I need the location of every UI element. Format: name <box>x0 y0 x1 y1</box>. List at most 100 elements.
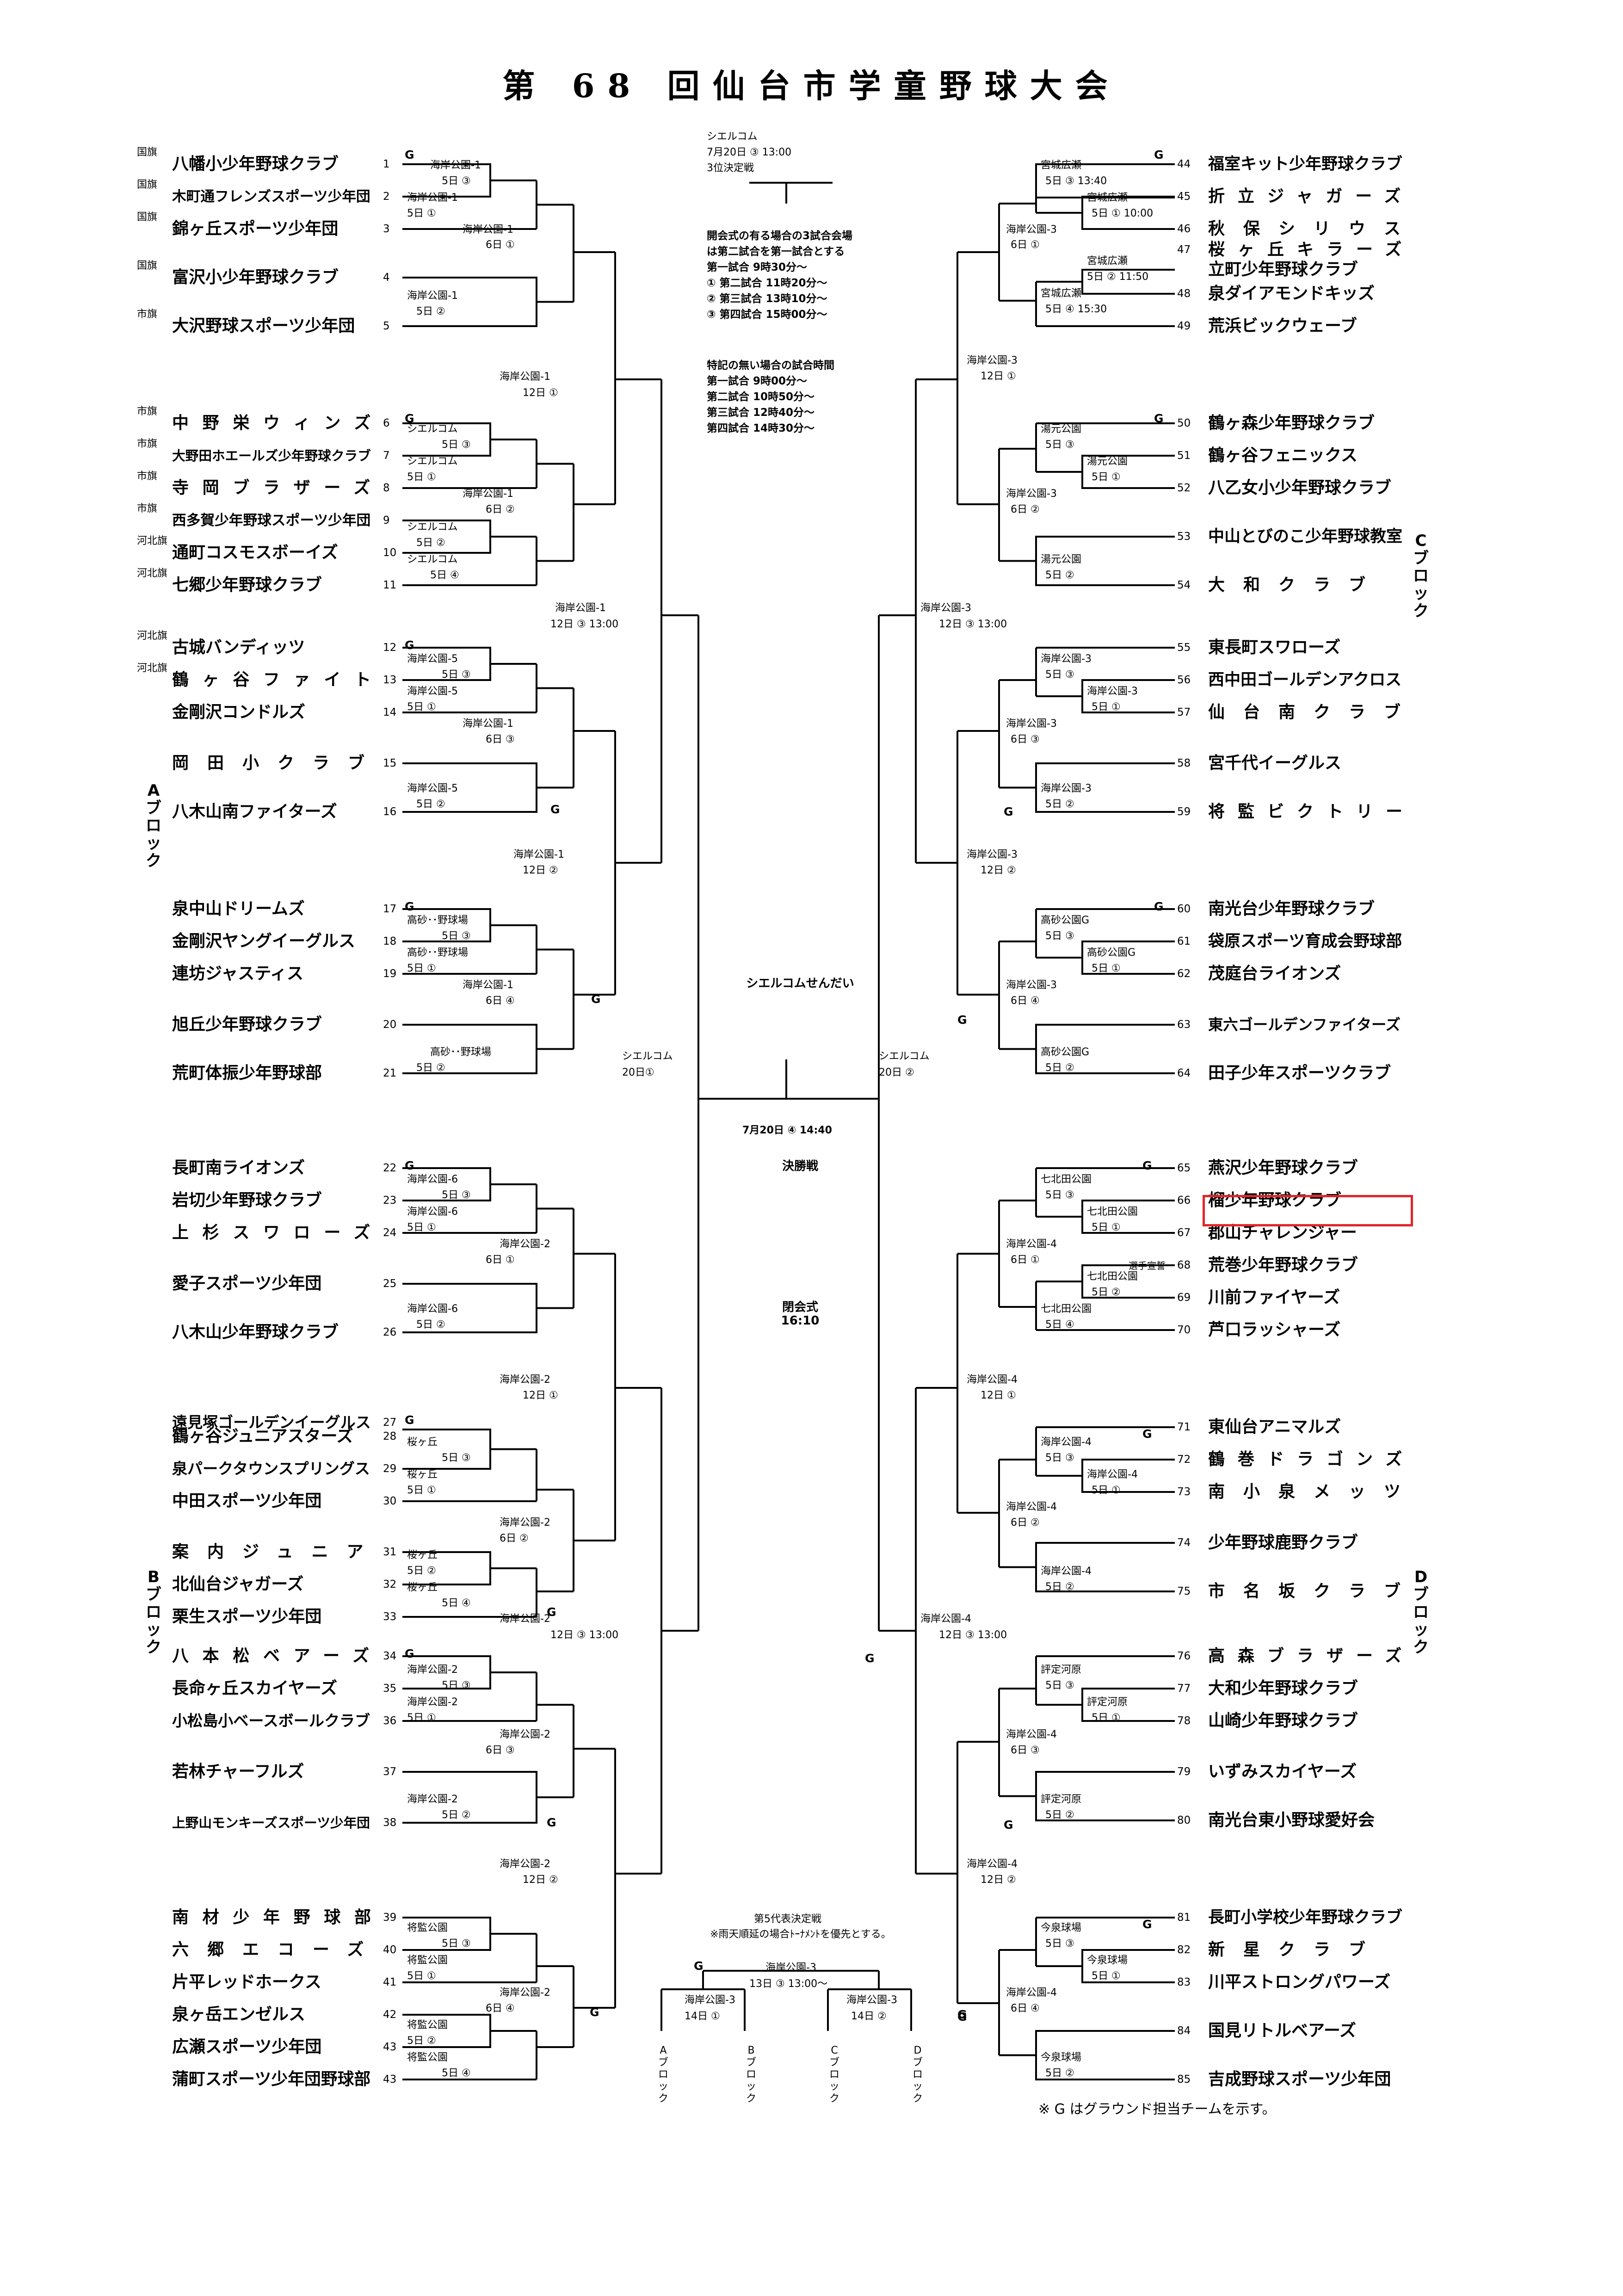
venue-label: 海岸公園-4 <box>1006 1238 1057 1250</box>
team-number: 19 <box>383 968 397 980</box>
team-name: 桜ヶ丘キラーズ <box>1208 240 1415 259</box>
venue-label: 海岸公園-2 <box>407 1696 458 1708</box>
venue-label: 海岸公園-3 <box>1006 979 1057 991</box>
team-number: 21 <box>383 1067 397 1079</box>
team-number: 44 <box>1177 158 1191 170</box>
venue-label: 5日 ③ <box>442 1189 471 1201</box>
team-number: 22 <box>383 1162 397 1174</box>
team-number: 63 <box>1177 1019 1191 1031</box>
venue-label: 宮城広瀬 <box>1041 160 1082 171</box>
team-name: 金剛沢ヤングイーグルス <box>172 932 356 951</box>
venue-label: 海岸公園-2 <box>500 1987 550 1999</box>
venue-label: 5日 ③ <box>1045 1189 1074 1201</box>
venue-label: 海岸公園-1 <box>463 488 513 500</box>
team-name: 新星クラブ <box>1208 1940 1384 1959</box>
team-name: 榴少年野球クラブ <box>1208 1191 1342 1210</box>
team-name: 大沢野球スポーツ少年団 <box>172 316 355 335</box>
team-name: 錦ヶ丘スポーツ少年団 <box>172 219 339 238</box>
ground-marker: G <box>405 638 414 652</box>
venue-label: 5日 ③ <box>442 1938 471 1949</box>
team-number: 74 <box>1177 1537 1191 1549</box>
team-name: 南小泉メッツ <box>1208 1482 1419 1501</box>
team-number: 6 <box>383 417 390 429</box>
venue-label: 6日 ③ <box>1011 734 1040 745</box>
venue-label: 海岸公園-6 <box>407 1303 458 1315</box>
rep-right-venue: 海岸公園-3 <box>846 1994 897 2006</box>
team-number: 84 <box>1177 2025 1191 2037</box>
team-number: 43 <box>383 2073 397 2086</box>
venue-label: 高砂･･野球場 <box>430 1046 492 1058</box>
ground-marker: G <box>591 992 601 1006</box>
venue-label: 海岸公園-4 <box>967 1858 1018 1870</box>
venue-label: 12日 ③ 13:00 <box>550 1629 619 1641</box>
venue-label: 海岸公園-1 <box>430 160 481 171</box>
final-date: 7月20日 ④ 14:40 <box>742 1125 832 1136</box>
ground-marker: G <box>1142 1427 1152 1441</box>
team-name: 折立ジャガーズ <box>1208 187 1414 206</box>
flag-badge: 市旗 <box>137 406 158 417</box>
team-number: 5 <box>383 320 390 332</box>
venue-label: 海岸公園-2 <box>407 1664 458 1676</box>
venue-label: 5日 ① <box>407 1485 436 1496</box>
team-name: 泉中山ドリームズ <box>172 899 305 918</box>
team-number: 15 <box>383 757 397 769</box>
team-number: 17 <box>383 903 397 915</box>
venue-label: 5日 ② <box>1045 798 1074 810</box>
team-name: 広瀬スポーツ少年団 <box>172 2037 322 2056</box>
team-name: 宮千代イーグルス <box>1208 754 1342 773</box>
team-name: 将監ビクトリー <box>1208 802 1416 821</box>
block-a-label: Aブロック <box>146 781 161 870</box>
team-number: 60 <box>1177 903 1191 915</box>
ground-marker: G <box>405 900 414 913</box>
team-name: 八乙女小少年野球クラブ <box>1208 478 1392 497</box>
final-title: 決勝戦 <box>782 1159 818 1173</box>
team-name: 東仙台アニマルズ <box>1208 1417 1341 1436</box>
team-number: 8 <box>383 482 390 494</box>
team-number: 37 <box>383 1766 397 1778</box>
team-name: 西中田ゴールデンアクロス <box>1208 671 1402 689</box>
team-number: 7 <box>383 450 390 462</box>
venue-label: 海岸公園-2 <box>500 1374 550 1386</box>
team-number: 3 <box>383 223 390 235</box>
venue-label: 桜ヶ丘 <box>407 1582 438 1593</box>
team-number: 80 <box>1177 1814 1191 1826</box>
venue-label: 5日 ③ <box>1045 1938 1074 1949</box>
team-number: 27 <box>383 1417 397 1429</box>
team-number: 75 <box>1177 1585 1191 1597</box>
team-name: 仙台南クラブ <box>1208 703 1419 722</box>
venue-label: 5日 ③ <box>442 175 471 187</box>
venue-label: 5日 ① <box>1092 701 1121 713</box>
team-name: 愛子スポーツ少年団 <box>172 1274 322 1293</box>
team-number: 58 <box>1177 757 1191 769</box>
rep-right-date: 14日 ② <box>851 2011 887 2022</box>
venue-label: 5日 ① <box>407 471 436 483</box>
venue-label: 海岸公園-4 <box>920 1613 971 1625</box>
venue-label: 高砂公園G <box>1087 947 1136 959</box>
team-name: 富沢小少年野球クラブ <box>172 268 339 287</box>
venue-label: 12日 ① <box>523 387 558 399</box>
team-name: 南光台東小野球愛好会 <box>1208 1811 1375 1830</box>
highlight-box <box>1203 1195 1413 1226</box>
team-name: 八幡小少年野球クラブ <box>172 155 339 173</box>
venue-label: 海岸公園-3 <box>967 355 1018 366</box>
venue-label: 海岸公園-4 <box>1006 1729 1057 1740</box>
venue-label: 6日 ④ <box>1011 995 1040 1007</box>
venue-label: 海岸公園-6 <box>407 1174 458 1185</box>
venue-label: 5日 ② <box>407 2035 436 2047</box>
team-number: 30 <box>383 1495 397 1507</box>
venue-label: 5日 ② <box>416 1319 445 1331</box>
venue-label: 海岸公園-3 <box>1006 718 1057 730</box>
team-number: 35 <box>383 1683 397 1695</box>
right-semi-date: 20日 ② <box>879 1067 914 1078</box>
rep-g-left: G <box>694 1959 704 1973</box>
team-name: 旭丘少年野球クラブ <box>172 1015 322 1034</box>
team-name: いずみスカイヤーズ <box>1208 1762 1357 1781</box>
venue-label: 12日 ② <box>981 1874 1016 1886</box>
venue-label: 5日 ② <box>407 1565 436 1577</box>
team-number: 10 <box>383 547 397 559</box>
team-name: 荒浜ビックウェーブ <box>1208 316 1357 335</box>
venue-label: 海岸公園-5 <box>407 783 458 794</box>
ground-marker: G <box>865 1652 875 1665</box>
schedule-note-line: 第二試合 10時50分～ <box>707 391 815 403</box>
team-number: 23 <box>383 1194 397 1207</box>
